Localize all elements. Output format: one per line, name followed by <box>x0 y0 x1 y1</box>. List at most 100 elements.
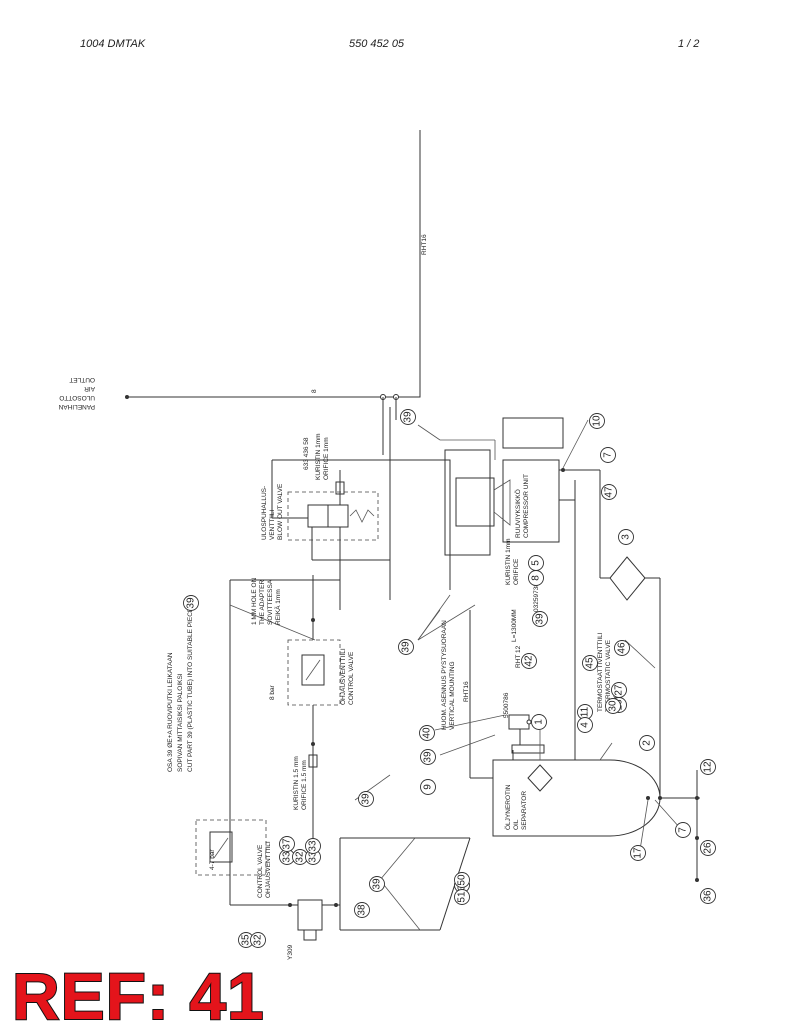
svg-text:OHJAUSVENTTIILI: OHJAUSVENTTIILI <box>265 841 272 898</box>
part-bubble-label: 7 <box>678 827 689 833</box>
svg-text:CONTROL VALVE: CONTROL VALVE <box>348 651 355 705</box>
pipe-size-label: 8 <box>311 389 318 393</box>
part-bubble: 32 <box>250 932 266 948</box>
part-bubble-label: 40 <box>422 727 433 739</box>
part-bubble-label: 39 <box>186 597 197 609</box>
orifice-mid-label: KURISTIN 1mm ORIFICE <box>505 538 520 585</box>
part-bubble: 17 <box>630 845 646 861</box>
part-bubble-label: 10 <box>592 415 603 427</box>
part-bubble-label: 33 <box>308 851 319 863</box>
part-bubble-label: 33 <box>282 851 293 863</box>
svg-text:HUOM. ASENNUS PYSTYSUORAAN: HUOM. ASENNUS PYSTYSUORAAN <box>441 620 448 730</box>
part-bubble-label: 36 <box>703 890 714 902</box>
part-bubble: 5 <box>528 555 544 571</box>
svg-text:ORIFICE: ORIFICE <box>513 558 520 585</box>
part-bubble-label: 39 <box>372 878 383 890</box>
rhtv-mid2-label: RHT 12 <box>515 645 522 668</box>
control-valve-lower-box <box>195 819 267 876</box>
svg-text:OSA 39 ØE+A RUOVIPUTKI LEIKATA: OSA 39 ØE+A RUOVIPUTKI LEIKATAAN <box>167 652 174 772</box>
oil-separator <box>492 759 661 837</box>
compressor-label: RUUVIYKSIKKÖ COMPRESSOR UNIT <box>514 474 530 538</box>
cut-tube-note: OSA 39 ØE+A RUOVIPUTKI LEIKATAAN SOPIVAN… <box>167 603 194 772</box>
part-bubble: 39 <box>358 791 374 807</box>
svg-text:AIR: AIR <box>84 385 95 392</box>
part-bubble-label: 33 <box>308 840 319 852</box>
part-bubble: 33 <box>305 838 321 854</box>
part-bubble: 7 <box>600 447 616 463</box>
svg-text:REIKÄ 1mm: REIKÄ 1mm <box>274 589 282 625</box>
rhtv-mid-label: RHT16 <box>463 681 470 702</box>
compressor-unit-box <box>502 459 560 543</box>
orifice-low-label: KURISTIN 1.5 mm ORIFICE 1.5 mm <box>293 756 308 810</box>
bar8-label: 8 bar <box>269 684 276 700</box>
svg-text:SOPIVAN MITTAISIKSI PALOIKSI: SOPIVAN MITTAISIKSI PALOIKSI <box>177 673 184 772</box>
part-bubble: 3 <box>618 529 634 545</box>
part-bubble-label: 50 <box>457 874 468 886</box>
supply-line <box>127 130 421 398</box>
svg-text:ORIFICE 1.5 mm: ORIFICE 1.5 mm <box>301 760 308 810</box>
part-bubble-label: 12 <box>703 761 714 773</box>
svg-text:ÖLJYNEROTIN: ÖLJYNEROTIN <box>504 784 512 830</box>
part-bubble-label: 30 <box>608 700 619 712</box>
part-top-label: 633 436 58 <box>303 437 310 470</box>
part-bubble-label: 7 <box>603 452 614 458</box>
header-left-code: 1004 DMTAK <box>80 38 146 50</box>
cooler-diamond <box>609 556 646 601</box>
part-bubble: 11 <box>577 704 593 720</box>
part-bubble-label: 39 <box>401 641 412 653</box>
part-bubble-label: 39 <box>403 411 414 423</box>
header-part-number: 550 452 05 <box>349 38 405 50</box>
part-bubble: 2 <box>639 735 655 751</box>
svg-text:THERMOSTATIC VALVE: THERMOSTATIC VALVE <box>605 639 612 712</box>
part-bubble-label: 42 <box>524 655 535 667</box>
part-bubble: 39 <box>398 639 414 655</box>
part-bubble-label: 2 <box>642 740 653 746</box>
part-bubble: 47 <box>601 484 617 500</box>
svg-text:VERTICAL MOUNTING: VERTICAL MOUNTING <box>449 661 456 730</box>
part-bubble-label: 51 <box>457 891 468 903</box>
svg-text:CUT PART 39 (PLASTIC TUBE) INT: CUT PART 39 (PLASTIC TUBE) INTO SUITABLE… <box>187 603 194 772</box>
orifice-top-label: KURISTIN 1mm ORIFICE 1mm <box>315 433 330 480</box>
part-bubble: 40 <box>419 725 435 741</box>
part-bubble-label: 11 <box>580 706 591 717</box>
part-bubble: 36 <box>700 888 716 904</box>
part-bubble: 37 <box>279 836 295 852</box>
ref-label: REF: 41 <box>11 959 265 1033</box>
svg-text:TERMOSTAATTIVENTTIILI: TERMOSTAATTIVENTTIILI <box>597 632 604 712</box>
svg-text:ORIFICE 1mm: ORIFICE 1mm <box>323 437 330 480</box>
part-number-bubbles: 3910747385394642451627301142127263617403… <box>183 409 716 948</box>
part-bubble-label: 46 <box>617 642 628 654</box>
part-bubble-label: 17 <box>633 847 644 859</box>
part-bubble: 27 <box>611 682 627 698</box>
part-bubble-label: 4 <box>580 722 591 728</box>
oil-separator-label: ÖLJYNEROTIN OIL SEPARATOR <box>504 784 528 830</box>
part-bubble: 12 <box>700 759 716 775</box>
svg-text:OIL: OIL <box>513 819 520 830</box>
part-bubble: 39 <box>183 595 199 611</box>
part-bubble: 1 <box>531 714 547 730</box>
vertical-mounting-label: HUOM. ASENNUS PYSTYSUORAAN VERTICAL MOUN… <box>441 620 456 730</box>
svg-text:VENTTIILI: VENTTIILI <box>269 509 276 540</box>
part-bubble-label: 39 <box>535 613 546 625</box>
part-bubble: 8 <box>528 570 544 586</box>
part-bubble-label: 37 <box>282 838 293 850</box>
bar47-label: 4-7 bar <box>209 849 216 870</box>
part-bubble-label: 9 <box>423 784 434 790</box>
svg-text:KURISTIN 1mm: KURISTIN 1mm <box>315 433 322 480</box>
part-bubble: 4 <box>577 717 593 733</box>
solenoid-valve <box>297 899 323 931</box>
part-bubble: 39 <box>532 611 548 627</box>
svg-text:PANELIHAN: PANELIHAN <box>58 403 95 410</box>
svg-text:KURISTIN 1.5 mm: KURISTIN 1.5 mm <box>293 756 300 810</box>
control-valve-label: OHJAUSVENTTIILI CONTROL VALVE <box>340 648 355 705</box>
outlet-node <box>125 395 129 399</box>
part-bubble: 9 <box>420 779 436 795</box>
part-bubble-label: 8 <box>531 575 542 581</box>
part-bubble: 39 <box>400 409 416 425</box>
svg-text:OUTLET: OUTLET <box>69 376 95 383</box>
part-bubble-label: 32 <box>253 934 264 946</box>
part-bubble-label: 26 <box>703 842 714 854</box>
part-bubble-label: 39 <box>361 793 372 805</box>
solenoid-label: Y309 <box>287 944 294 960</box>
